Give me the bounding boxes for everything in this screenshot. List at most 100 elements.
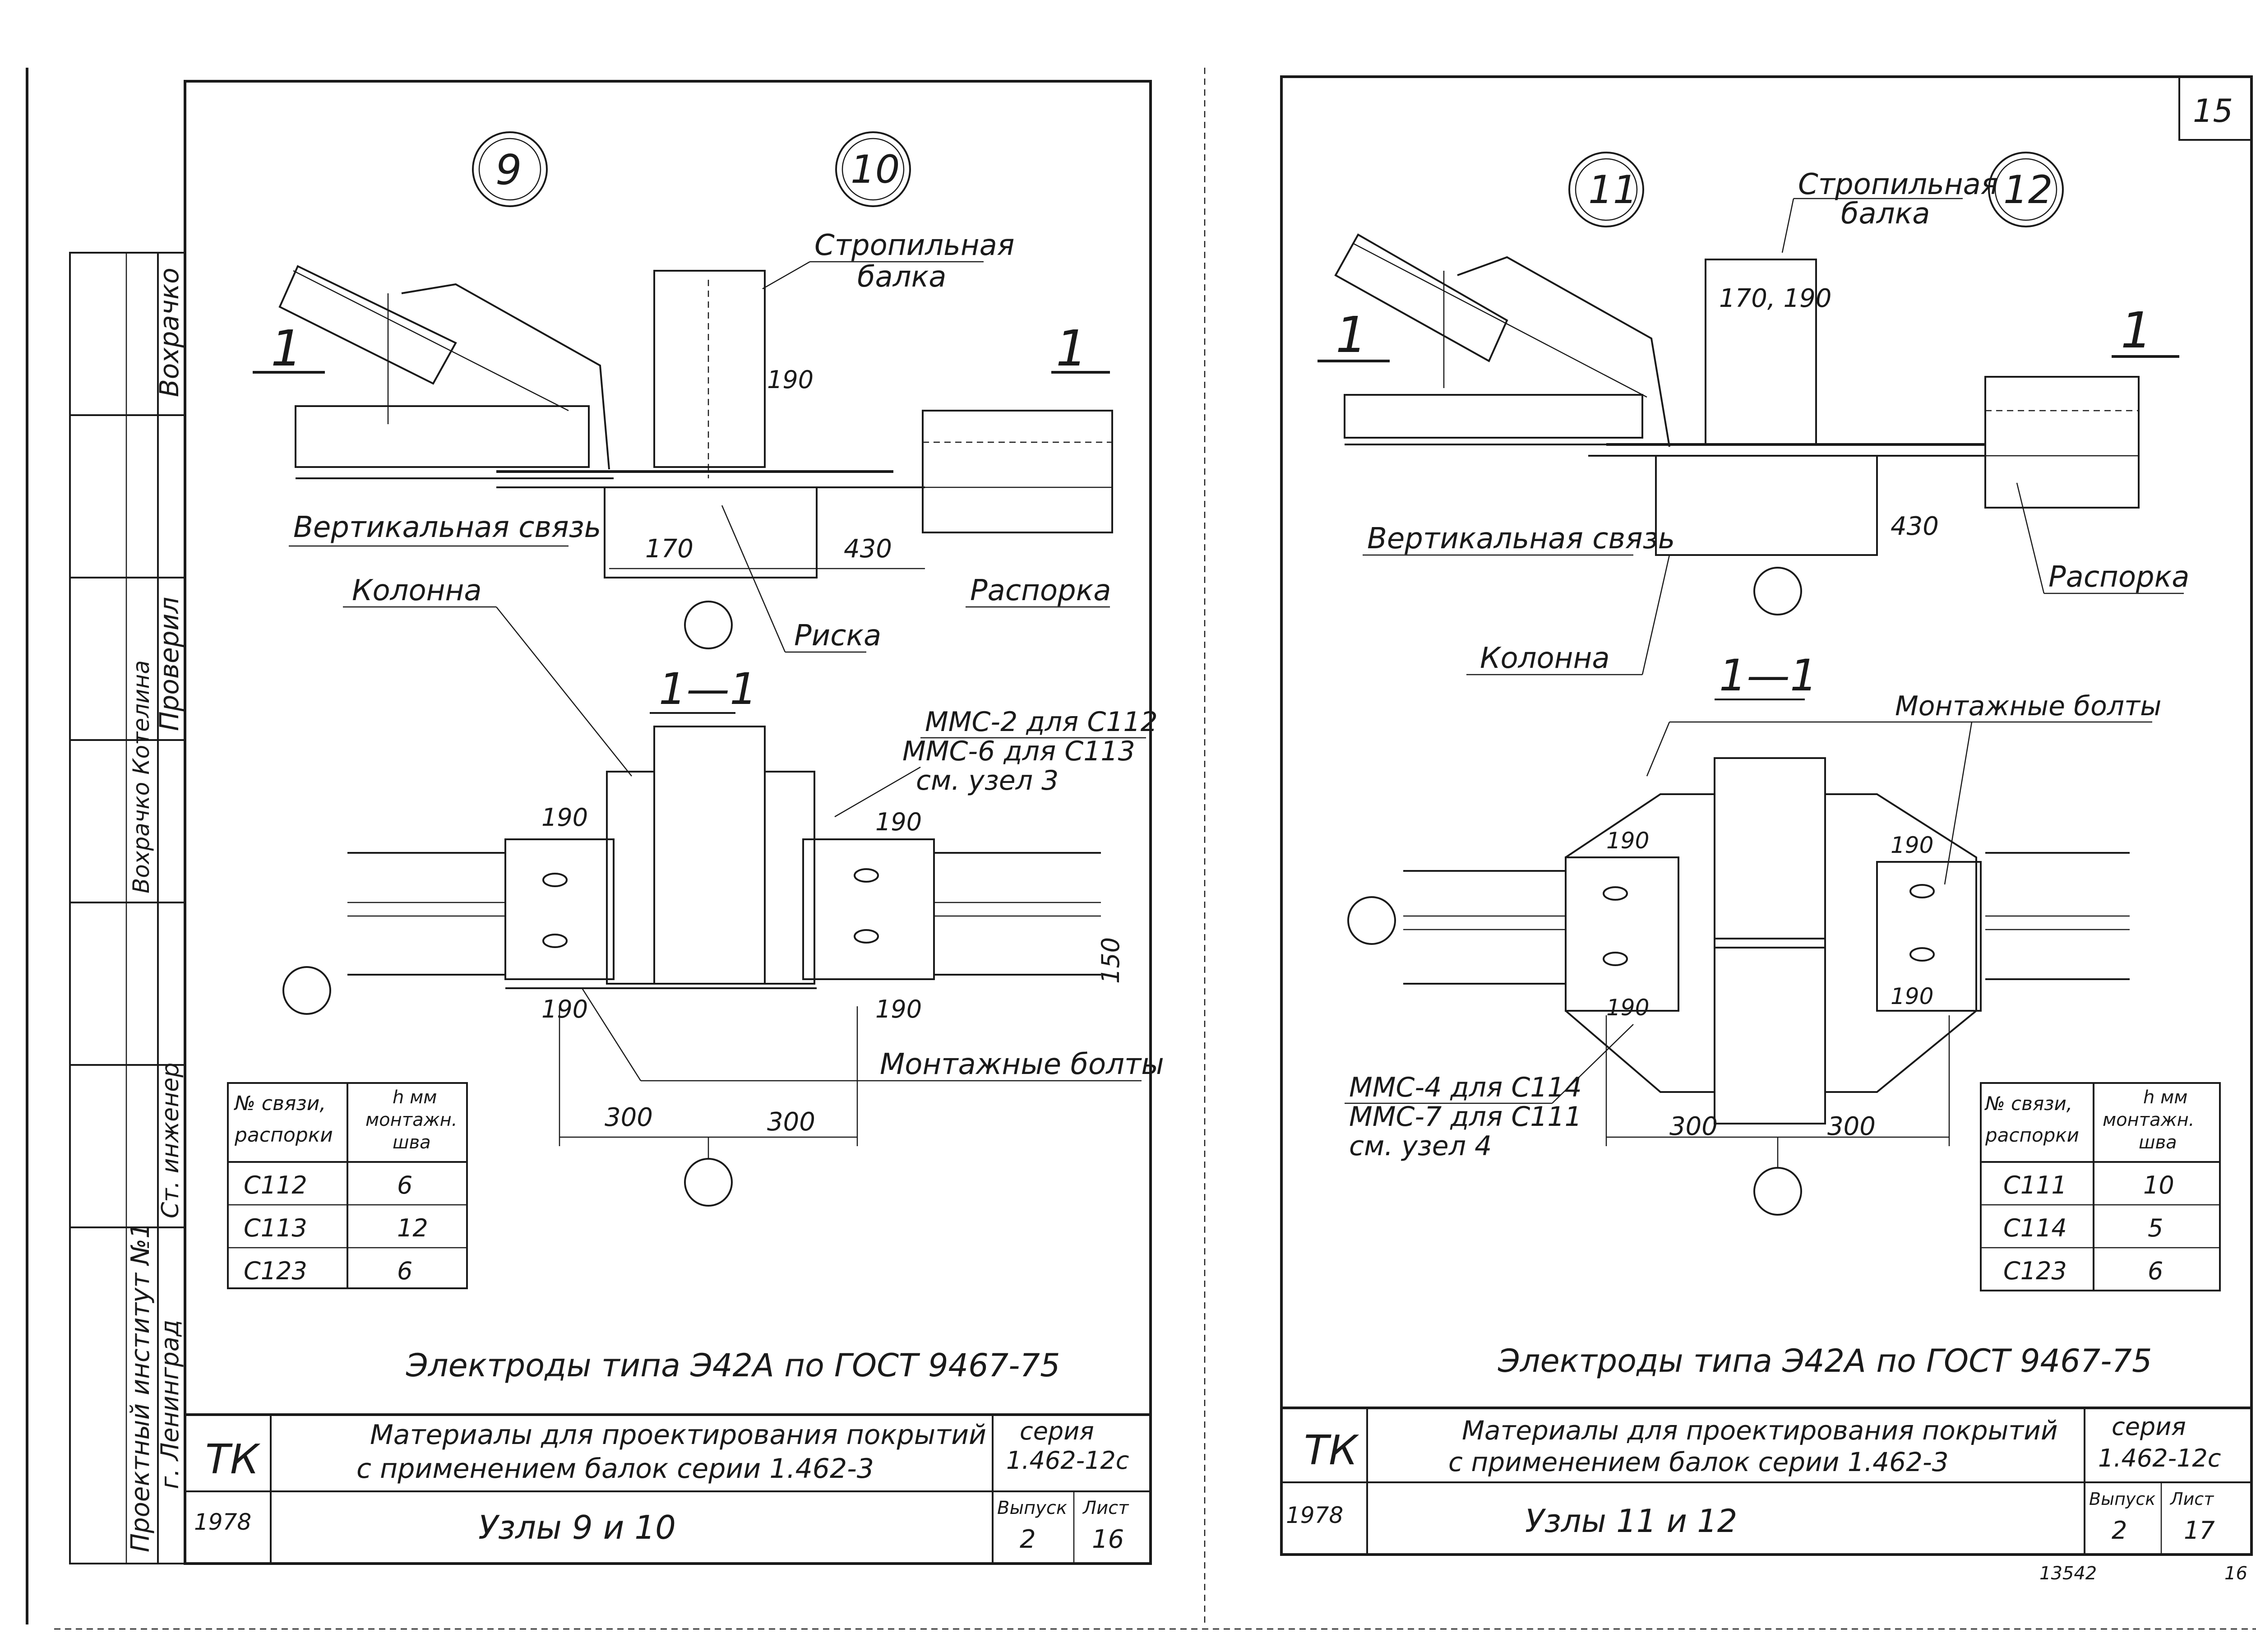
weld-table-left: № связи, распорки h мм монтажн. шва С112… (227, 1082, 468, 1289)
dim-170-190: 170, 190 (1719, 284, 1831, 313)
weld-note-1: ММС-4 для С114 (1349, 1072, 1582, 1103)
dim-150: 150 (1096, 937, 1125, 984)
side-stamp-row-5: Проектный институт №1 (126, 1222, 155, 1552)
electrodes-note: Электроды типа Э42А по ГОСТ 9467-75 (1498, 1342, 2152, 1379)
node-label: 9 (495, 146, 522, 194)
section-title: 1—1 (1719, 650, 1817, 701)
section-mark-right: 1 (2121, 301, 2152, 359)
table-row-id: С123 (244, 1257, 307, 1285)
section-1-1-left: 190 190 190 190 150 Монтажные болты 300 … (282, 726, 1164, 1207)
table-header-2b: монтажн. (365, 1110, 458, 1130)
stamp-issue-label: Выпуск (997, 1498, 1067, 1518)
section-mark-left: 1 (271, 319, 302, 377)
stamp-nodes: Узлы 9 и 10 (478, 1509, 676, 1546)
electrodes-note: Электроды типа Э42А по ГОСТ 9467-75 (406, 1347, 1060, 1384)
stamp-sheet-label: Лист (2169, 1489, 2214, 1509)
bolts-label: Монтажные болты (880, 1048, 1164, 1081)
rafter-beam-label-2: балка (857, 260, 946, 294)
rafter-beam-label-1: Стропильная (1798, 168, 1998, 201)
dim-430: 430 (1891, 512, 1939, 541)
stamp-sheet-value: 17 (2184, 1516, 2215, 1545)
side-stamp-row-6: г. Ленинград (156, 1320, 184, 1489)
axis-marker-upper (1753, 567, 1802, 615)
axis-marker-left (282, 966, 331, 1015)
table-row-h: 10 (2143, 1171, 2174, 1199)
rafter-beam-label-2: балка (1841, 197, 1930, 231)
stamp-issue-value: 2 (1020, 1525, 1036, 1554)
stamp-series-label: серия (2112, 1412, 2186, 1441)
vertical-brace-label: Вертикальная связь (1367, 522, 1675, 555)
column-label: Колонна (1480, 642, 1610, 675)
dim-300-a: 300 (1669, 1112, 1718, 1141)
stamp-series-value: 1.462-12с (2098, 1444, 2221, 1472)
weld-note-3: см. узел 4 (1349, 1130, 1492, 1162)
rafter-beam-label-1: Стропильная (814, 229, 1014, 262)
stamp-tk: ТК (1304, 1427, 1359, 1474)
table-row-id: С111 (2003, 1171, 2067, 1199)
dim-190-top: 190 (767, 366, 814, 394)
dim-190-c: 190 (1606, 995, 1649, 1021)
table-header-1a: № связи, (1984, 1092, 2072, 1115)
axis-marker-left (1347, 896, 1396, 945)
stamp-tk: ТК (205, 1436, 261, 1483)
node-label: 10 (851, 147, 900, 192)
title-block-left: ТК Материалы для проектирования покрытий… (185, 1413, 1151, 1564)
stamp-issue-value: 2 (2112, 1516, 2127, 1545)
table-row-h: 5 (2148, 1214, 2163, 1242)
dim-190-b: 190 (1891, 832, 1933, 858)
side-stamp-row-1: Вохрачко (154, 268, 185, 397)
section-title: 1—1 (659, 664, 757, 714)
table-row-h: 6 (397, 1257, 412, 1285)
weld-note-2: ММС-7 для С111 (1349, 1101, 1582, 1133)
axis-marker-lower (1753, 1167, 1802, 1216)
footer-code: 13542 (2039, 1563, 2097, 1584)
stamp-sheet-value: 16 (1092, 1525, 1124, 1554)
table-row-h: 6 (2148, 1257, 2163, 1285)
section-mark-left: 1 (1336, 306, 1367, 364)
column-label: Колонна (352, 574, 482, 607)
node-label: 12 (2003, 167, 2053, 213)
weld-note-1: ММС-2 для С112 (925, 706, 1158, 738)
stamp-series-value: 1.462-12с (1006, 1446, 1129, 1475)
stamp-title-1: Материалы для проектирования покрытий (1462, 1415, 2058, 1446)
table-header-2a: h мм (2143, 1087, 2187, 1108)
table-row-h: 12 (397, 1214, 428, 1242)
stamp-title-2: с применением балок серии 1.462-3 (1448, 1447, 1949, 1477)
side-stamp-row-4: Ст. инженер (157, 1063, 184, 1218)
side-stamp-row-3: Вохрачко Котелина (128, 660, 154, 893)
dim-190-d: 190 (1891, 983, 1933, 1009)
strut-label: Распорка (2048, 560, 2190, 594)
elevation-node-9-10: 1 1 190 170 (253, 265, 1113, 777)
table-header-2b: монтажн. (2103, 1110, 2195, 1130)
dim-300-a: 300 (605, 1103, 653, 1132)
table-header-1b: распорки (234, 1124, 333, 1147)
table-row-id: С123 (2003, 1257, 2067, 1285)
table-header-2c: шва (393, 1132, 431, 1153)
dim-170: 170 (645, 534, 693, 564)
section-mark-right: 1 (1056, 319, 1087, 377)
node-bubble-10: 10 (835, 131, 911, 207)
bolts-label: Монтажные болты (1895, 690, 2161, 722)
node-bubble-9: 9 (472, 131, 548, 207)
elevation-node-11-12: 1 1 170, 190 430 Вертикальная связь Расп… (1318, 233, 2190, 676)
side-stamp-row-2: Проверил (154, 597, 185, 731)
stamp-year: 1978 (194, 1509, 251, 1535)
table-header-1a: № связи, (233, 1092, 326, 1115)
title-block-right: ТК Материалы для проектирования покрытий… (1281, 1407, 2251, 1555)
stamp-year: 1978 (1286, 1502, 1343, 1528)
stamp-issue-label: Выпуск (2089, 1489, 2155, 1509)
strut-label: Распорка (970, 574, 1111, 607)
footer-page: 16 (2224, 1563, 2247, 1584)
mark-label: Риска (794, 619, 881, 652)
stamp-nodes: Узлы 11 и 12 (1525, 1503, 1737, 1540)
dim-190-a: 190 (1606, 828, 1649, 854)
weld-table-right: № связи, распорки h мм монтажн. шва С111… (1980, 1082, 2221, 1291)
table-row-id: С114 (2003, 1214, 2067, 1242)
stamp-title-1: Материалы для проектирования покрытий (370, 1419, 986, 1451)
table-header-2c: шва (2139, 1132, 2177, 1153)
page-number-box (2178, 76, 2252, 141)
right-sheet: 15 11 12 Стропильная балка 1 1 (1280, 75, 2253, 1584)
stamp-series-label: серия (1020, 1417, 1094, 1445)
section-1-1-right: 190 190 190 190 300 300 (1347, 757, 2130, 1216)
